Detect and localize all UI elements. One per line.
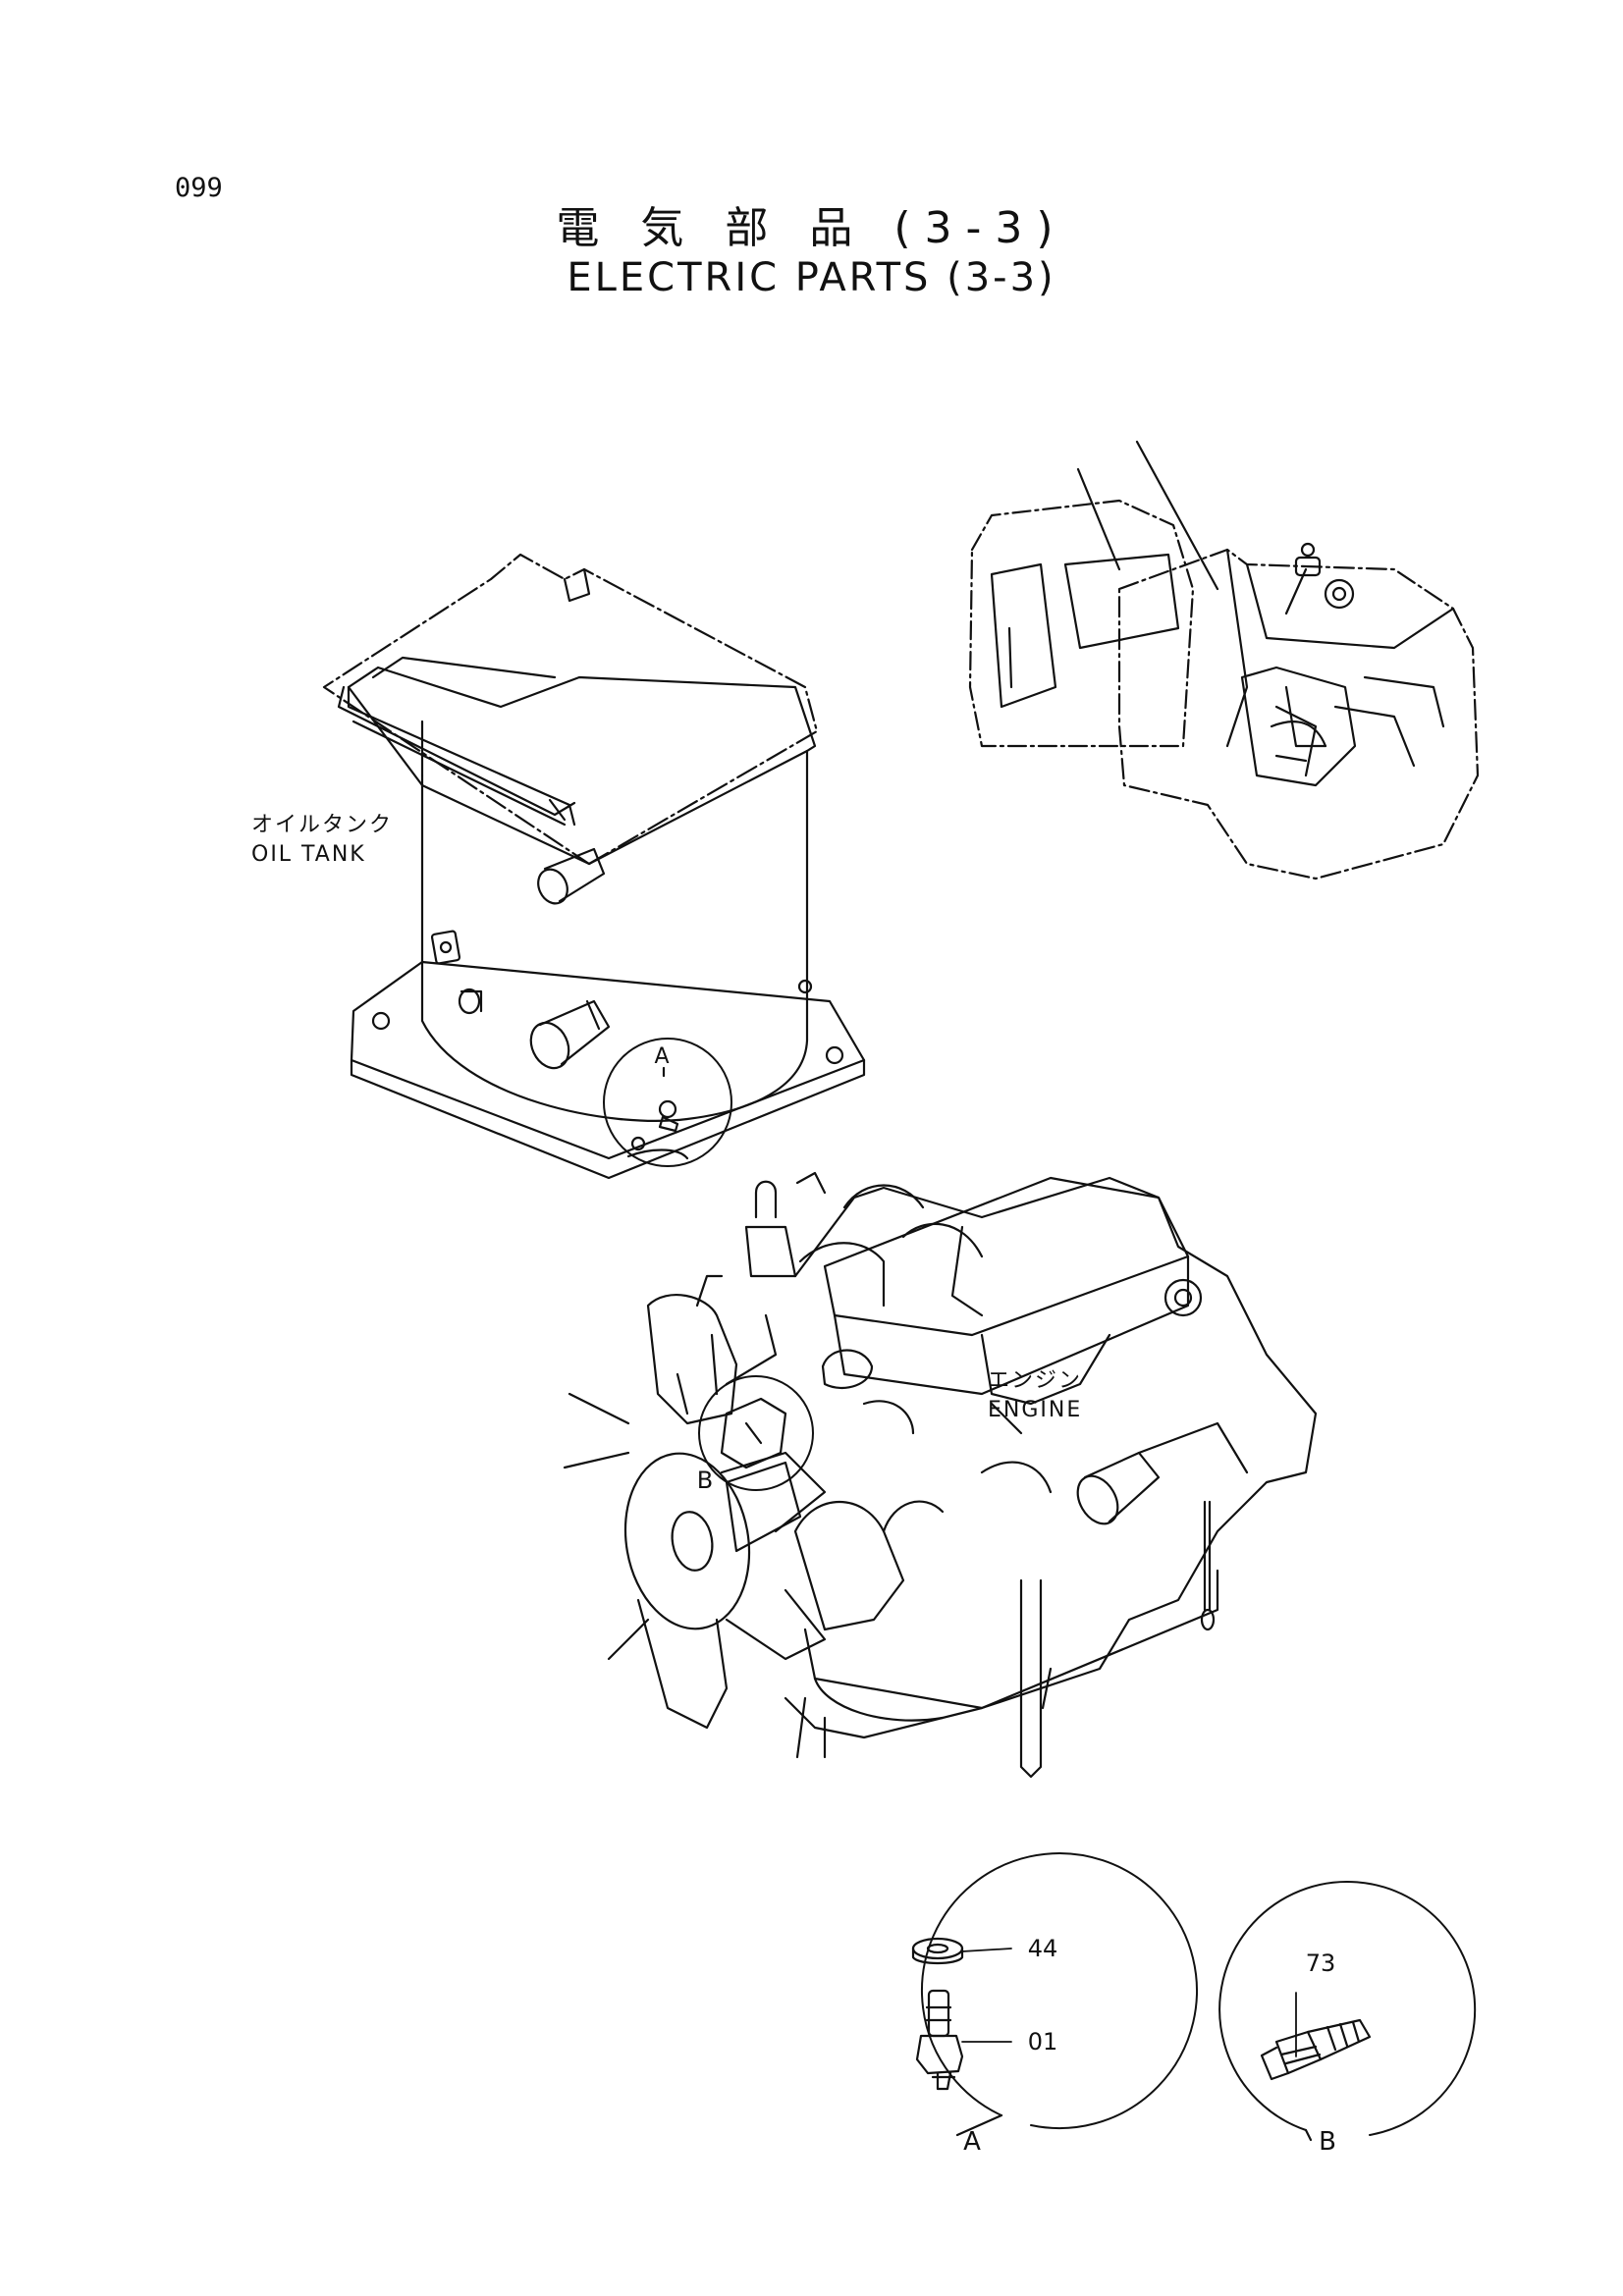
engine-callout-b: B (697, 1467, 713, 1494)
detail-b-part-73: 73 (1306, 1949, 1336, 1977)
oil-tank-label-english: OIL TANK (251, 842, 366, 867)
detail-a-view (911, 1852, 1198, 2137)
oil-tank-illustration (322, 553, 866, 1180)
oil-tank-label-japanese: オイルタンク (251, 813, 394, 837)
detail-a-part-01: 01 (1028, 2028, 1058, 2056)
oil-tank-label: オイルタンク OIL TANK (251, 811, 393, 870)
page-title-japanese: 電 気 部 品 (3-3) (556, 203, 1067, 253)
page-number: 099 (175, 173, 223, 203)
excavator-overview-illustration (968, 440, 1480, 881)
page-title-english: ELECTRIC PARTS (3-3) (567, 255, 1056, 300)
engine-illustration (563, 1171, 1318, 1779)
detail-a-part-44: 44 (1028, 1935, 1058, 1962)
detail-a-label: A (963, 2127, 981, 2157)
detail-b-label: B (1319, 2127, 1336, 2157)
tank-callout-a: A (654, 1044, 669, 1069)
detail-b-view (1218, 1881, 1477, 2142)
